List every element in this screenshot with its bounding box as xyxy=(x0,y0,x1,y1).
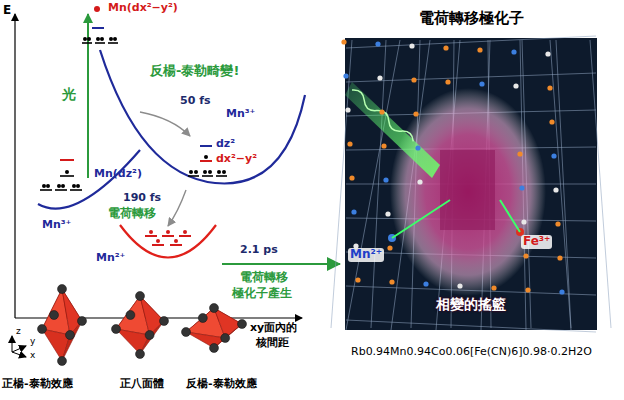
annotation-label: 正楊-泰勒效應 xyxy=(2,378,73,391)
annotation-label: x xyxy=(30,350,35,360)
annotation-label: E xyxy=(3,4,11,18)
annotation-label: 核間距 xyxy=(256,337,289,350)
atom-label: Fe³⁺ xyxy=(521,235,552,249)
chemical-formula: Rb0.94Mn0.94Co0.06[Fe(CN)6]0.98·0.2H2O xyxy=(351,346,592,359)
atom-label: Mn²⁺ xyxy=(348,248,384,262)
annotation-label: Mn(dz²) xyxy=(94,168,142,181)
annotation-label: Mn³⁺ xyxy=(226,108,255,121)
annotation-label: dz² xyxy=(216,138,235,151)
annotation-label: 反楊-泰勒效應 xyxy=(186,378,257,391)
annotation-label: Mn²⁺ xyxy=(96,252,125,265)
annotation-label: 190 fs xyxy=(123,192,161,205)
annotation-label: 電荷轉移 xyxy=(240,271,288,285)
atom-label: 相變的搖籃 xyxy=(436,296,506,312)
annotation-label: 電荷轉移 xyxy=(108,207,156,221)
annotation-label: 2.1 ps xyxy=(240,244,278,257)
annotation-label: 反楊-泰勒畸變! xyxy=(150,64,239,79)
annotation-label: dx²−y² xyxy=(216,153,257,166)
annotation-label: xy面內的 xyxy=(250,322,297,335)
panel-title: 電荷轉移極化子 xyxy=(419,10,524,27)
annotation-label: z xyxy=(16,326,21,336)
annotation-label: 極化子產生 xyxy=(232,287,292,301)
annotation-label: 光 xyxy=(62,86,76,102)
annotation-label: Mn(dx²−y²) xyxy=(108,2,178,15)
annotation-label: Mn³⁺ xyxy=(42,219,71,232)
annotation-label: 正八面體 xyxy=(120,378,164,391)
illustration-panel: Mn²⁺ Fe³⁺ 相變的搖籃 xyxy=(345,38,597,330)
annotation-label: y xyxy=(30,336,35,346)
annotation-label: 50 fs xyxy=(180,95,210,108)
